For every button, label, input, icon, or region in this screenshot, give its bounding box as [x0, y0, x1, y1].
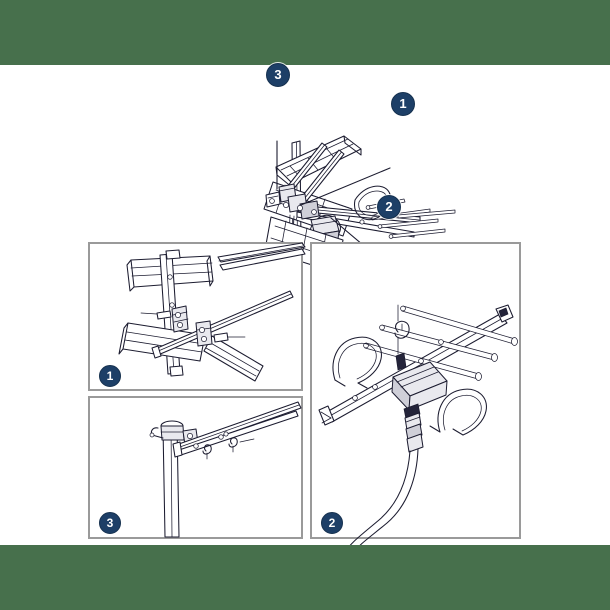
support-boom [282, 142, 345, 204]
bottom-green-band [0, 545, 610, 610]
panel1-bracket-left [140, 305, 189, 333]
panel2-f-connector [403, 403, 424, 453]
detail-panel-1 [88, 242, 306, 391]
technical-illustration: .ln{fill:none;stroke:#1c1c30;stroke-widt… [88, 135, 521, 545]
panel1-bracket-right [195, 320, 246, 347]
detail-panel-3 [88, 396, 303, 539]
illustration-canvas: .ln{fill:none;stroke:#1c1c30;stroke-widt… [0, 65, 610, 545]
panel1-grid-lower [118, 322, 206, 362]
panel3-mast-tube [162, 424, 180, 538]
panel-badge-3[interactable]: 3 [99, 512, 121, 534]
top-green-band [0, 0, 610, 65]
panel2-wing-nut [394, 304, 410, 371]
panel1-cross-boom [151, 290, 294, 359]
callout-badge-3-main[interactable]: 3 [266, 63, 290, 87]
panel2-coaxial-cable [349, 448, 419, 545]
panel2-balun-housing [391, 361, 448, 411]
callout-badge-1-main[interactable]: 1 [391, 92, 415, 116]
mast-clamp-cluster [265, 183, 320, 220]
leader-line-1 [300, 167, 391, 206]
panel2-dipole-loops [332, 336, 487, 436]
panel1-grid-upper-right [217, 242, 306, 271]
panel2-director-elements [352, 305, 518, 401]
callout-badge-2-main[interactable]: 2 [377, 195, 401, 219]
detail-panel-2 [310, 242, 521, 545]
panel-badge-1[interactable]: 1 [99, 365, 121, 387]
panel1-grid-lower-right [203, 335, 264, 382]
panel3-fasteners [193, 431, 255, 460]
panel-badge-2[interactable]: 2 [321, 512, 343, 534]
